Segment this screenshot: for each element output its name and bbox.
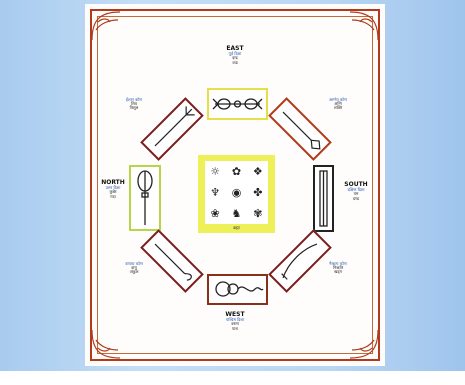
gada-mace-icon	[131, 167, 159, 229]
symbol-icon-6: ✤	[248, 182, 268, 202]
symbol-icon-2: ✿	[226, 161, 246, 181]
symbol-icon-5: ◉	[226, 182, 246, 202]
south-line3: दण्ड	[340, 197, 372, 201]
northwest-line3: अंकुश	[114, 270, 154, 274]
symbol-icon-8: ♞	[226, 204, 246, 224]
corner-ornament-bottom-right	[350, 330, 378, 358]
label-south: SOUTH दक्षिण दिशा यम दण्ड	[340, 182, 372, 201]
label-northwest: वायव्य कोण वायु अंकुश	[114, 262, 154, 275]
symbol-icon-3: ❖	[248, 161, 268, 181]
southwest-line3: खड्ग	[318, 270, 358, 274]
label-southwest: नैऋत्य कोण निऋति खड्ग	[318, 262, 358, 275]
corner-ornament-bottom-left	[92, 330, 120, 358]
symbol-icon-4: ♆	[205, 182, 225, 202]
north-line3: गदा	[98, 195, 128, 199]
label-north: NORTH उत्तर दिशा कुबेर गदा	[98, 180, 128, 199]
symbol-icon-1: ☼	[205, 161, 225, 181]
west-line3: पाश	[208, 327, 262, 331]
danda-staff-icon	[315, 167, 332, 230]
west-weapon-box	[207, 274, 268, 305]
northeast-line3: त्रिशूल	[116, 106, 152, 110]
east-weapon-box	[207, 88, 268, 120]
south-weapon-box	[313, 165, 334, 232]
southeast-line3: शक्ति	[320, 106, 356, 110]
vajra-icon	[209, 90, 266, 118]
symbol-icon-9: ✾	[248, 204, 268, 224]
north-weapon-box	[129, 165, 161, 231]
center-label: ब्रह्मा	[198, 225, 275, 231]
east-line3: वज्र	[212, 61, 258, 65]
pasha-noose-icon	[209, 276, 266, 303]
symbol-icon-7: ❀	[205, 204, 225, 224]
label-west: WEST पश्चिम दिशा वरुण पाश	[208, 312, 262, 331]
label-northeast: ईशान कोण शिव त्रिशूल	[116, 98, 152, 111]
label-east: EAST पूर्व दिशा इन्द्र वज्र	[212, 46, 258, 65]
center-symbol-grid: ☼ ✿ ❖ ♆ ◉ ✤ ❀ ♞ ✾	[205, 161, 268, 224]
corner-ornament-top-left	[92, 12, 120, 40]
corner-ornament-top-right	[350, 12, 378, 40]
label-southeast: आग्नेय कोण अग्नि शक्ति	[320, 98, 356, 111]
